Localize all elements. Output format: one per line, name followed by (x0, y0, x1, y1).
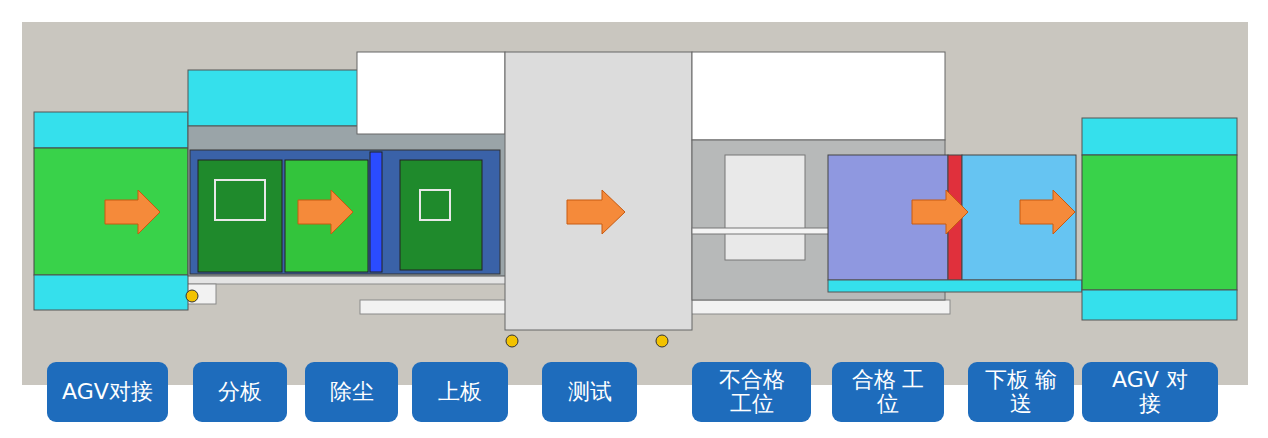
reject-bin (725, 155, 805, 260)
flow-arrow (567, 190, 625, 234)
label-box: 上板 (412, 362, 508, 422)
base-foot (186, 284, 216, 304)
label-text: 上板 (438, 380, 482, 404)
background-band (22, 22, 1248, 385)
flow-arrow (298, 190, 353, 234)
label-box: 除尘 (305, 362, 398, 422)
label-text: 分板 (218, 380, 262, 404)
agv-dock (1082, 290, 1237, 320)
label-text: 合格 工位 (850, 368, 927, 416)
agv-dock (34, 148, 188, 275)
dust-brush (370, 152, 382, 272)
conveyor (190, 150, 500, 274)
machine-cover (357, 52, 505, 134)
test-station (505, 52, 692, 330)
label-box: AGV对接 (47, 362, 168, 422)
label-box: AGV 对接 (1082, 362, 1218, 422)
machine-frame (188, 126, 506, 276)
agv-dock (34, 275, 188, 310)
splitter-tool (215, 180, 265, 220)
pcb-board (285, 160, 368, 272)
agv-dock (1082, 118, 1237, 155)
loader-gripper (420, 190, 450, 220)
flow-arrow (105, 190, 160, 234)
label-text: AGV 对接 (1112, 368, 1189, 416)
unload-conveyor (962, 155, 1076, 280)
cover-block (188, 70, 360, 126)
agv-dock (34, 112, 188, 148)
pcb-board (198, 160, 282, 272)
pcb-board (400, 160, 482, 270)
status-light (186, 290, 198, 302)
label-text: 除尘 (330, 380, 374, 404)
label-box: 测试 (542, 362, 637, 422)
label-box: 下板 输送 (968, 362, 1074, 422)
agv-dock (1082, 155, 1237, 290)
conveyor-edge (828, 280, 1082, 292)
status-light (506, 335, 518, 347)
label-text: 下板 输送 (983, 368, 1060, 416)
label-text: 测试 (568, 380, 612, 404)
label-box: 合格 工位 (832, 362, 944, 422)
flow-arrow (912, 190, 968, 234)
flow-arrow (1020, 190, 1075, 234)
label-text: 不合格 工位 (713, 368, 790, 416)
label-text: AGV对接 (62, 380, 153, 404)
machine-cover (692, 52, 945, 140)
label-box: 分板 (193, 362, 287, 422)
label-box: 不合格 工位 (692, 362, 811, 422)
status-light (656, 335, 668, 347)
